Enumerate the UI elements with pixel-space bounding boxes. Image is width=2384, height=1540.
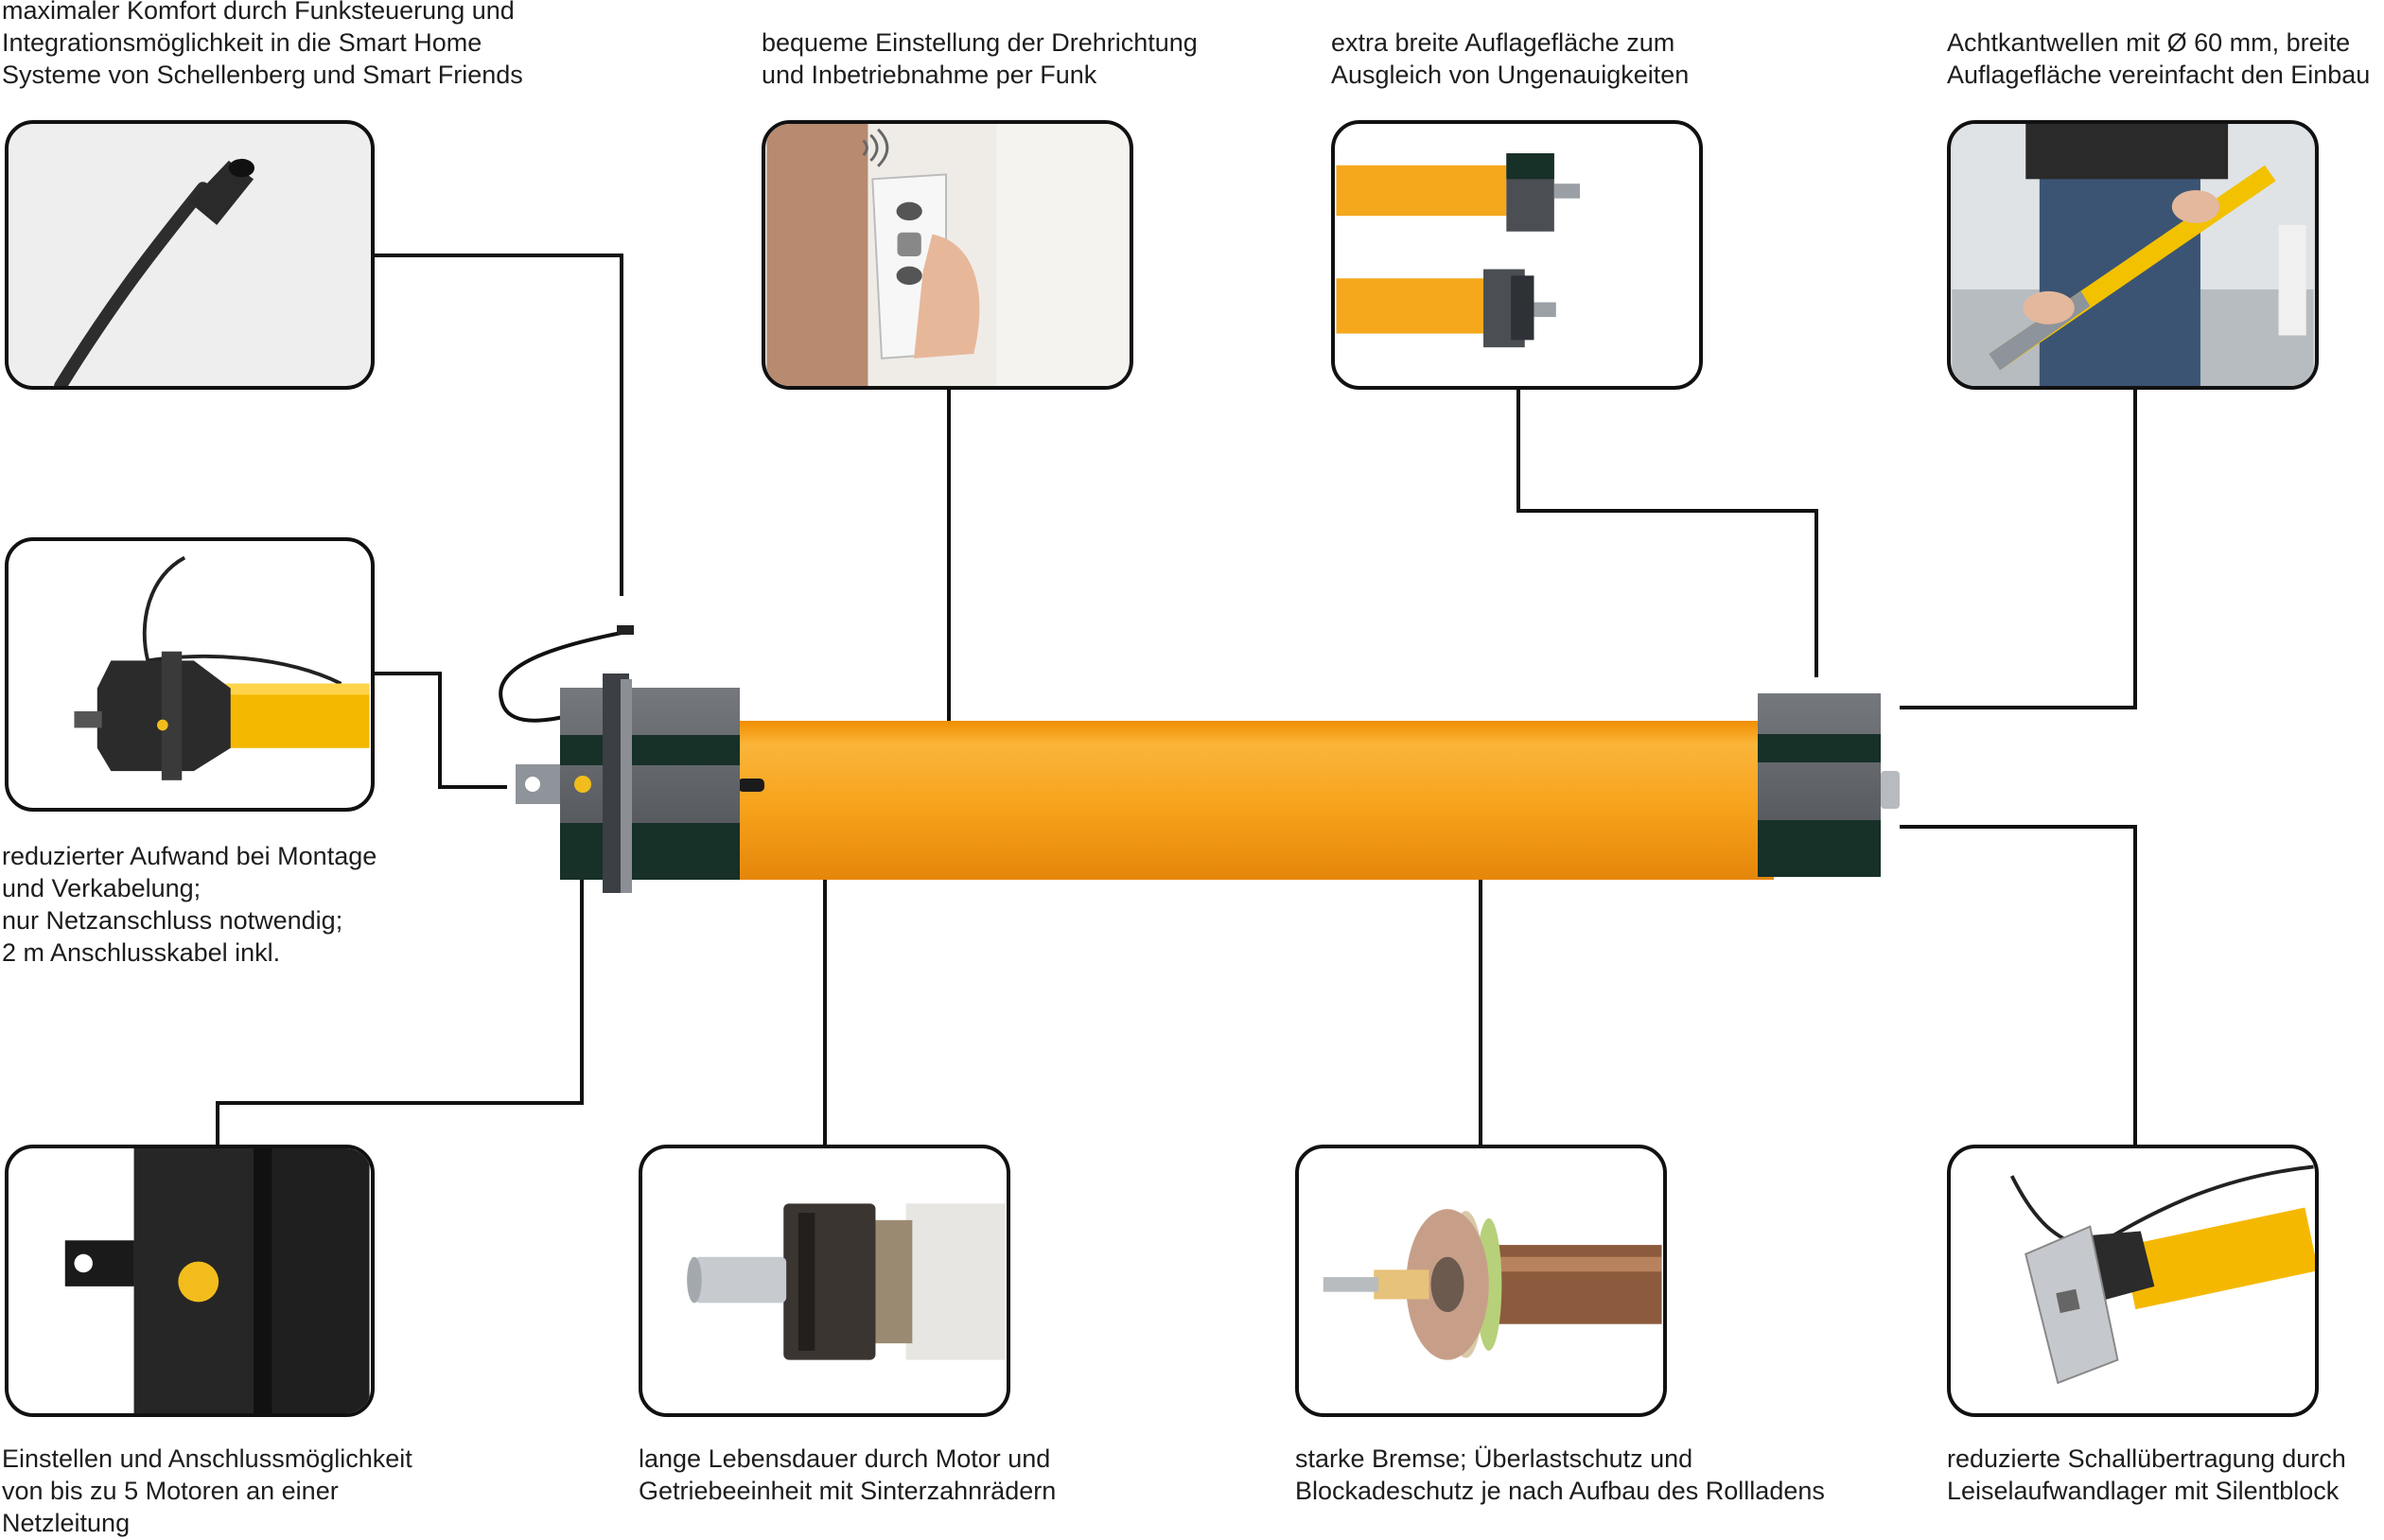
panel-button xyxy=(5,1145,375,1417)
panel-brake xyxy=(1295,1145,1667,1417)
caption-long-life: lange Lebensdauer durch Motor und Getrie… xyxy=(639,1444,1057,1505)
caption-reduced-effort: reduzierter Aufwand bei Montage und Verk… xyxy=(2,842,377,967)
octagon-adapter-icon xyxy=(1336,153,1581,348)
panel-adapters xyxy=(1331,120,1703,390)
caption-octagonal-shafts: Achtkantwellen mit Ø 60 mm, breite Aufla… xyxy=(1947,28,2371,89)
caption-wide-support: extra breite Auflagefläche zum Ausgleich… xyxy=(1331,28,1690,89)
motor-tube xyxy=(733,721,1774,880)
panel-cable-end xyxy=(5,120,375,390)
caption-radio-control: maximaler Komfort durch Funksteuerung un… xyxy=(2,0,523,89)
cable-end-icon xyxy=(54,158,255,386)
caption-multi-motor: Einstellen und Anschlussmöglichkeit von … xyxy=(2,1444,412,1537)
panel-remote xyxy=(762,120,1133,390)
silent-bracket-icon xyxy=(2009,1164,2315,1385)
caption-noise-reduction: reduzierte Schallübertragung durch Leise… xyxy=(1947,1444,2346,1505)
motor-head-left xyxy=(516,674,740,893)
panel-installation xyxy=(1947,120,2319,390)
panel-motor-head xyxy=(5,537,375,812)
motor-head-right xyxy=(1758,693,1900,877)
caption-strong-brake: starke Bremse; Überlastschutz und Blocka… xyxy=(1295,1444,1825,1505)
setting-button-icon xyxy=(64,1148,370,1413)
motor-head-icon xyxy=(74,555,370,780)
installation-photo-icon xyxy=(1952,124,2314,386)
caption-direction-setting: bequeme Einstellung der Drehrichtung und… xyxy=(762,28,1198,89)
radio-remote-icon xyxy=(766,124,1129,386)
gear-unit-icon xyxy=(687,1203,1006,1360)
panel-bracket xyxy=(1947,1145,2319,1417)
brake-unit-icon xyxy=(1323,1209,1662,1360)
panel-gear xyxy=(639,1145,1010,1417)
